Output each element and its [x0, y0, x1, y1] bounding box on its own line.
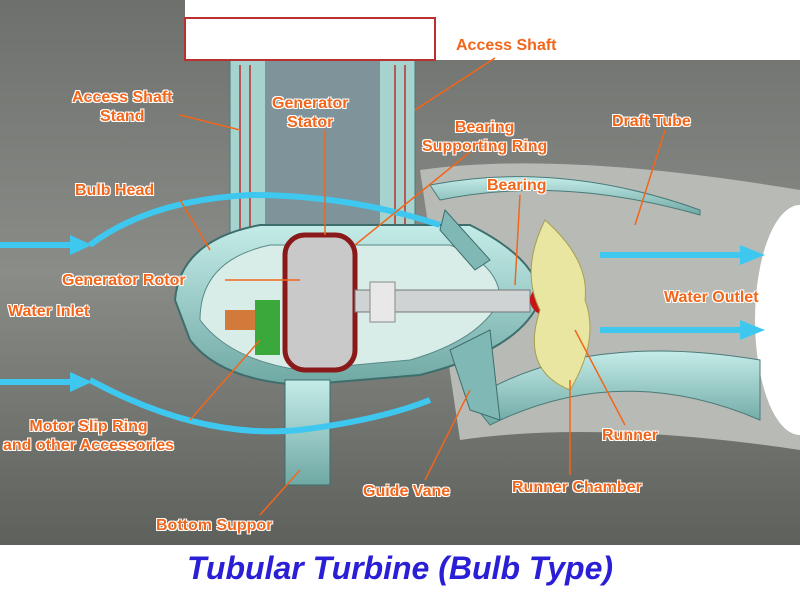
label-motor-slip-ring: Motor Slip Ring and other Accessories	[3, 418, 175, 454]
diagram-title: Tubular Turbine (Bulb Type)	[186, 550, 614, 586]
label-bottom-support: Bottom Suppor	[156, 517, 273, 534]
water-outlet-opening	[755, 205, 800, 435]
label-water-inlet: Water Inlet	[8, 303, 90, 320]
label-draft-tube: Draft Tube	[612, 113, 691, 130]
label-generator-rotor: Generator Rotor	[62, 272, 186, 289]
label-water-outlet: Water Outlet	[664, 289, 759, 306]
label-runner: Runner	[602, 427, 658, 444]
label-bulb-head: Bulb Head	[75, 182, 155, 199]
label-bearing: Bearing	[487, 177, 547, 194]
flow-upper	[88, 191, 441, 248]
label-generator-stator: Generator Stator	[272, 95, 349, 131]
label-runner-chamber: Runner Chamber	[512, 479, 642, 496]
shaft	[354, 289, 531, 313]
label-access-shaft-stand: Access Shaft Stand	[72, 89, 173, 125]
slip-ring	[255, 300, 280, 355]
flow-lower	[88, 377, 432, 435]
label-guide-vane: Guide Vane	[363, 483, 451, 500]
generator-rotor	[282, 232, 358, 373]
draft-tube-shell	[429, 176, 701, 216]
label-bearing-supporting-ring: Bearing Supporting Ring	[422, 119, 548, 155]
label-access-shaft: Access Shaft	[456, 37, 557, 54]
